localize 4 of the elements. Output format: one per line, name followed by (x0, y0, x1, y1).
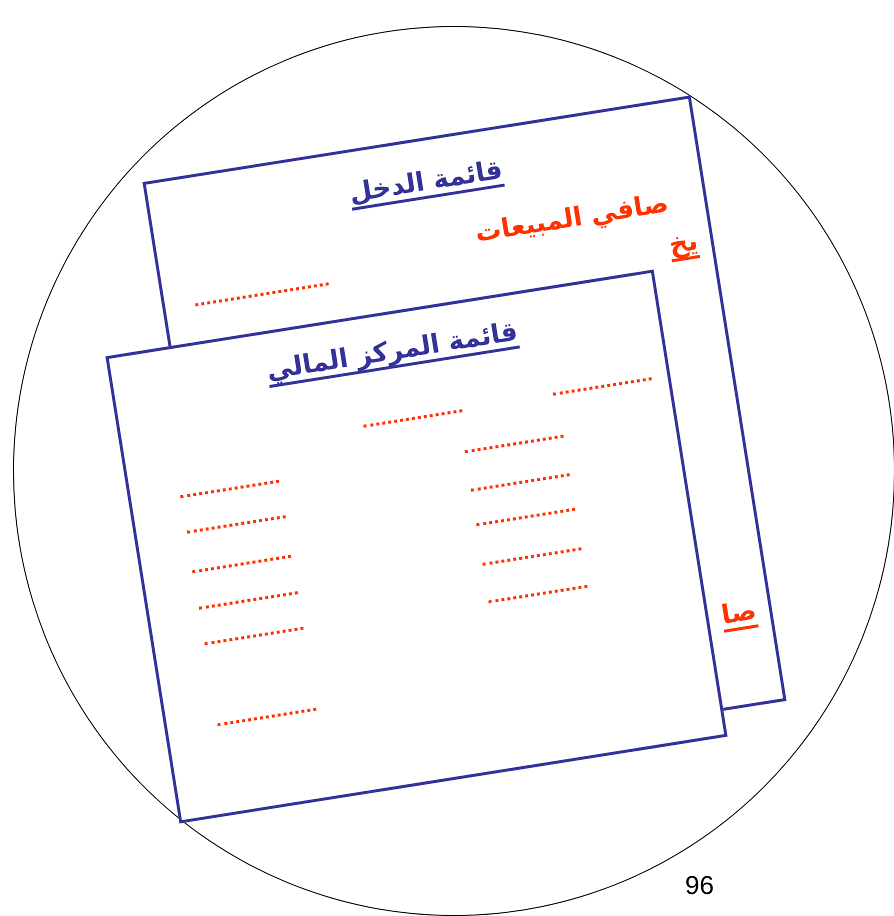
sheet-title: قائمة المركز المالي (264, 315, 520, 387)
circle-frame (13, 26, 894, 916)
item-text: صا (718, 594, 758, 632)
page-number: 96 (685, 870, 714, 901)
